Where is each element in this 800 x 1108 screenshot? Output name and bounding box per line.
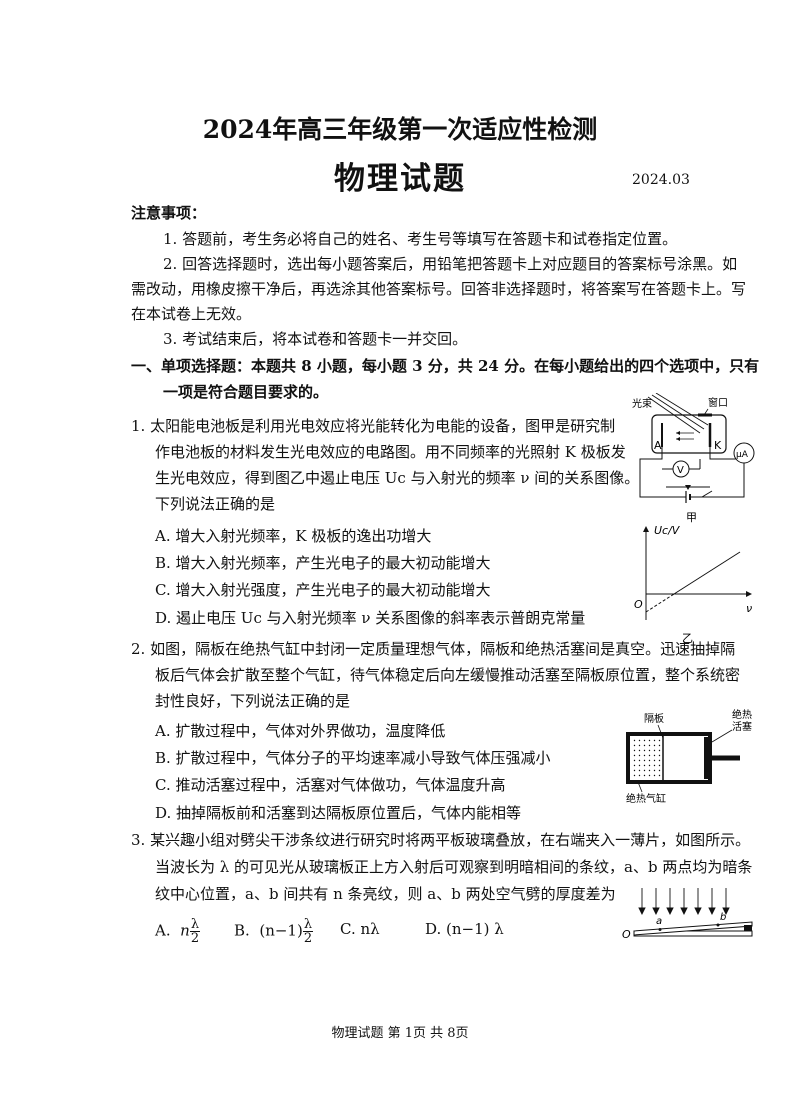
piston-label-2: 活塞	[732, 720, 752, 733]
fig-jia-caption: 甲	[686, 511, 697, 524]
incident-light-arrows	[638, 888, 730, 916]
q3-option-d: D. (n−1) λ	[425, 920, 504, 938]
point-a-label: a	[656, 916, 662, 927]
cathode-label: K	[714, 439, 722, 452]
q1-stem-3: 生光电效应，得到图乙中遏止电压 Uc 与入射光的频率 ν 间的关系图像。	[155, 469, 640, 487]
q2-option-d: D. 抽掉隔板前和活塞到达隔板原位置后，气体内能相等	[155, 804, 522, 822]
anode-label: A	[654, 439, 662, 452]
origin-label: O	[622, 928, 631, 941]
point-b	[716, 923, 720, 927]
notice-item-2: 2. 回答选择题时，选出每小题答案后，用铅笔把答题卡上对应题目的答案标号涂黑。如	[163, 255, 738, 273]
phototube-envelope	[651, 414, 727, 454]
point-a	[658, 928, 662, 931]
cylinder-label: 绝热气缸	[626, 792, 666, 805]
q1-option-c: C. 增大入射光强度，产生光电子的最大初动能增大	[155, 581, 491, 599]
light-ray-3	[655, 393, 709, 426]
origin-label: O	[634, 598, 643, 611]
q1-stem-2: 作电池板的材料发生光电效应的电路图。用不同频率的光照射 K 极板发	[155, 443, 626, 461]
q2-option-b: B. 扩散过程中，气体分子的平均速率减小导致气体压强减小	[155, 749, 551, 767]
light-ray-1	[647, 396, 701, 434]
adiabatic-cylinder-figure: 隔板 绝热 活塞 绝热气缸	[626, 708, 752, 805]
exam-title: 2024年高三年级第一次适应性检测	[202, 115, 598, 144]
q1-option-d: D. 遏止电压 Uc 与入射光频率 ν 关系图像的斜率表示普朗克常量	[155, 609, 586, 627]
q2-option-a: A. 扩散过程中，气体对外界做功，温度降低	[155, 722, 446, 740]
q2-stem-3: 封性良好，下列说法正确的是	[155, 692, 351, 710]
q1-option-a: A. 增大入射光频率，K 极板的逸出功增大	[155, 527, 432, 545]
light-beam-label: 光束	[632, 397, 652, 410]
piston	[704, 737, 712, 779]
q2-stem-2: 板后气体会扩散至整个气缸，待气体稳定后向左缓慢推动活塞至隔板原位置，整个系统密	[155, 666, 741, 684]
subject-title: 物理试题	[334, 161, 466, 197]
q3-stem-2: 当波长为 λ 的可见光从玻璃板正上方入射后可观察到明暗相间的条纹，a、b 两点均…	[155, 858, 753, 876]
exam-date: 2024.03	[632, 172, 690, 188]
notice-item-2-cont: 需改动，用橡皮擦干净后，再选涂其他答案标号。回答非选择题时，将答案写在答题卡上。…	[131, 280, 747, 298]
voltmeter	[672, 460, 690, 478]
q2-stem-1: 2. 如图，隔板在绝热气缸中封闭一定质量理想气体，隔板和绝热活塞间是真空。迅速抽…	[131, 640, 736, 658]
partition-label: 隔板	[644, 712, 664, 725]
graph-line	[673, 551, 741, 595]
page-footer: 物理试题 第 1页 共 8页	[331, 1026, 469, 1041]
q2-option-c: C. 推动活塞过程中，活塞对气体做功，气体温度升高	[155, 776, 506, 794]
x-axis-label: ν	[746, 602, 752, 615]
microammeter-label: μA	[736, 450, 749, 460]
q3-stem-3: 纹中心位置，a、b 间共有 n 条亮纹，则 a、b 两处空气劈的厚度差为	[155, 885, 616, 903]
window-pointer	[703, 408, 709, 416]
light-ray-2	[651, 394, 705, 430]
graph-extension-dashed	[645, 593, 675, 613]
q3-stem-1: 3. 某兴趣小组对劈尖干涉条纹进行研究时将两平板玻璃叠放，在右端夹入一薄片，如图…	[131, 831, 751, 849]
notice-heading: 注意事项：	[131, 204, 207, 222]
section-heading: 一、单项选择题：本题共 8 小题，每小题 3 分，共 24 分。在每小题给出的四…	[131, 357, 760, 375]
gas-region	[632, 738, 662, 778]
section-heading-cont: 一项是符合题目要求的。	[163, 383, 329, 401]
rheostat-slider-icon	[685, 485, 691, 490]
x-axis-arrow-icon	[746, 591, 752, 597]
switch	[701, 490, 713, 498]
notice-item-1: 1. 答题前，考生务必将自己的姓名、考生号等填写在答题卡和试卷指定位置。	[163, 230, 678, 248]
stopping-voltage-graph: Uc/V ν O 乙	[634, 524, 752, 645]
q1-stem-1: 1. 太阳能电池板是利用光电效应将光能转化为电能的设备，图甲是研究制	[131, 417, 616, 435]
photoelectric-circuit-figure: A K 光束 窗口 V μA 甲	[632, 393, 755, 524]
y-axis-label: Uc/V	[654, 524, 681, 537]
notice-item-2-end: 在本试卷上无效。	[131, 305, 252, 323]
piston-label-1: 绝热	[732, 708, 752, 721]
q3-option-c: C. nλ	[340, 920, 380, 938]
point-b-label: b	[720, 912, 726, 923]
q1-option-b: B. 增大入射光频率，产生光电子的最大初动能增大	[155, 554, 491, 572]
air-wedge-figure: a b O	[622, 888, 753, 941]
microammeter	[733, 442, 755, 464]
fig-yi-caption: 乙	[682, 632, 693, 645]
q1-stem-4: 下列说法正确的是	[155, 495, 276, 513]
notice-item-3: 3. 考试结束后，将本试卷和答题卡一并交回。	[163, 330, 468, 348]
voltmeter-label: V	[677, 465, 684, 476]
y-axis-arrow-icon	[643, 526, 649, 532]
thin-sheet	[744, 925, 752, 931]
window-label: 窗口	[708, 396, 728, 409]
